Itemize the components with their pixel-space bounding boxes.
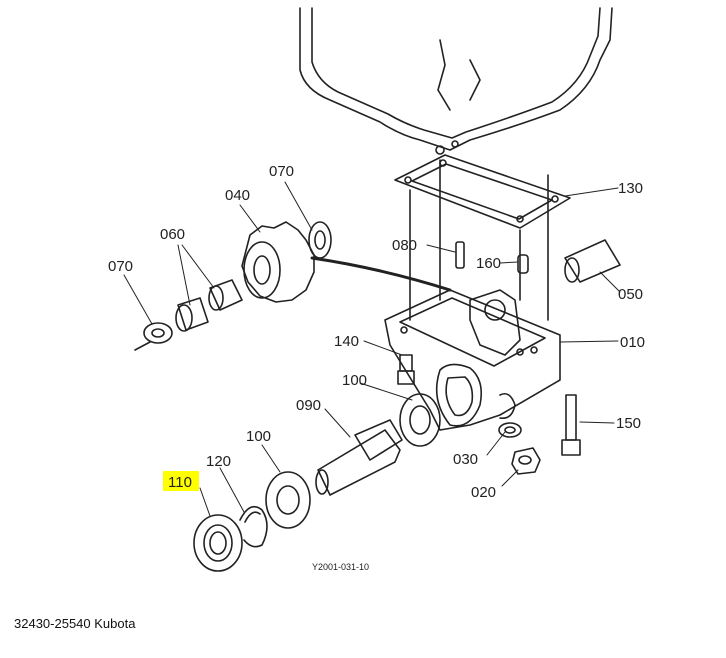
label-030: 030 — [453, 451, 478, 468]
washer-030 — [498, 422, 522, 438]
gasket-130 — [394, 154, 571, 229]
washer-070-left — [134, 322, 173, 351]
nut-020 — [511, 447, 541, 475]
label-100-bottom: 100 — [246, 428, 271, 445]
ball-bearing-100-upper — [399, 393, 441, 447]
label-020: 020 — [471, 484, 496, 501]
highlight-110 — [163, 471, 199, 491]
label-160: 160 — [476, 255, 501, 272]
shaft-line — [310, 256, 452, 292]
transmission-housing-outline — [299, 7, 613, 155]
label-150: 150 — [616, 415, 641, 432]
bolt-140 — [397, 354, 415, 385]
leader-lines — [123, 181, 621, 517]
parts-diagram: 070 040 060 070 130 080 160 050 010 140 … — [108, 7, 645, 572]
snap-ring-120 — [239, 505, 268, 548]
gear-case-010 — [384, 289, 561, 431]
gear-040 — [241, 221, 315, 303]
label-140: 140 — [334, 333, 359, 350]
label-100-top: 100 — [342, 372, 367, 389]
oil-seal-110 — [193, 514, 243, 572]
label-120: 120 — [206, 453, 231, 470]
label-060: 060 — [160, 226, 185, 243]
pin-160 — [517, 254, 529, 274]
label-050: 050 — [618, 286, 643, 303]
label-070-left: 070 — [108, 258, 133, 275]
label-090: 090 — [296, 397, 321, 414]
shaft-090 — [315, 419, 403, 496]
label-110: 110 — [168, 474, 192, 491]
pin-080 — [455, 241, 465, 269]
label-070-top: 070 — [269, 163, 294, 180]
label-010: 010 — [620, 334, 645, 351]
label-040: 040 — [225, 187, 250, 204]
sleeve-050 — [564, 239, 621, 283]
label-080: 080 — [392, 237, 417, 254]
ball-bearing-100-lower — [265, 471, 311, 529]
label-130: 130 — [618, 180, 643, 197]
bolt-150 — [561, 394, 581, 456]
caption: 32430-25540 Kubota — [14, 616, 136, 631]
alignment-lines — [409, 159, 549, 321]
reference-code: Y2001-031-10 — [312, 562, 369, 572]
needle-bearing-060 — [175, 279, 243, 332]
